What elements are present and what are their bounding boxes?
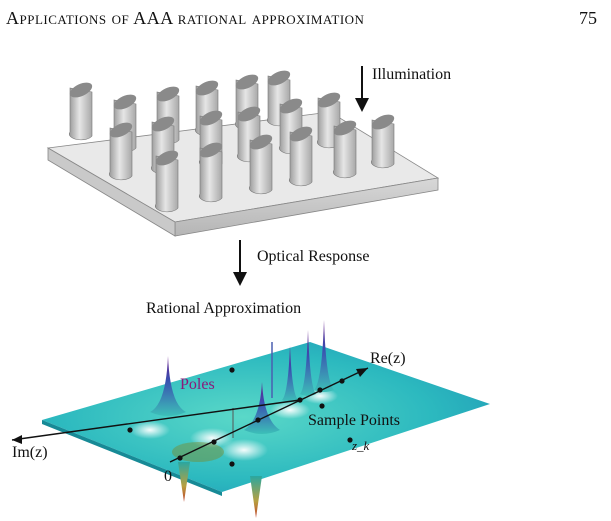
pillar [155,150,179,213]
pillar [199,142,223,203]
sample-point [255,417,261,423]
sample-point [229,461,235,467]
illumination-label: Illumination [372,66,452,83]
pole-spike [314,320,334,392]
sample-point [319,403,325,409]
running-title: Applications of AAA rational approximati… [6,8,365,28]
sample-point [229,367,235,373]
pillar [69,82,93,141]
re-axis-label: Re(z) [370,350,406,367]
pillar [333,120,357,179]
page-header: Applications of AAA rational approximati… [6,8,597,34]
sample-point [297,397,303,403]
pole-spike-down [178,462,190,502]
im-axis-label: Im(z) [12,444,48,461]
pole-spike [282,346,298,402]
sample-points-label: Sample Points [308,412,401,429]
page-number: 75 [579,8,597,28]
sample-point [177,455,183,461]
complex-plane [11,320,490,518]
sample-point [339,378,345,384]
origin-label: 0 [164,468,172,485]
re-axis [169,367,369,463]
slab-left [47,147,176,237]
pole-spike [244,382,280,434]
zk-label: z_k [352,438,370,453]
optical-response-label: Optical Response [257,248,370,265]
sample-point [317,387,323,393]
pillar [371,114,395,169]
metasurface [46,70,440,237]
sample-point [347,437,353,443]
sample-point [211,439,217,445]
illumination-arrow [355,66,369,112]
sample-point [127,427,133,433]
pillar [249,134,273,195]
pillar [109,122,133,181]
rational-approximation-label: Rational Approximation [146,300,302,317]
pole-spike [300,330,316,396]
pole-spike [150,356,186,416]
poles-label: Poles [180,376,215,393]
optical-response-arrow [233,240,247,286]
figure [11,66,490,518]
pillar [289,126,313,187]
pole-spikes [150,320,334,518]
im-axis [11,399,301,441]
sample-points [127,367,353,467]
pillars [69,70,395,213]
pole-spike-down [250,476,262,518]
